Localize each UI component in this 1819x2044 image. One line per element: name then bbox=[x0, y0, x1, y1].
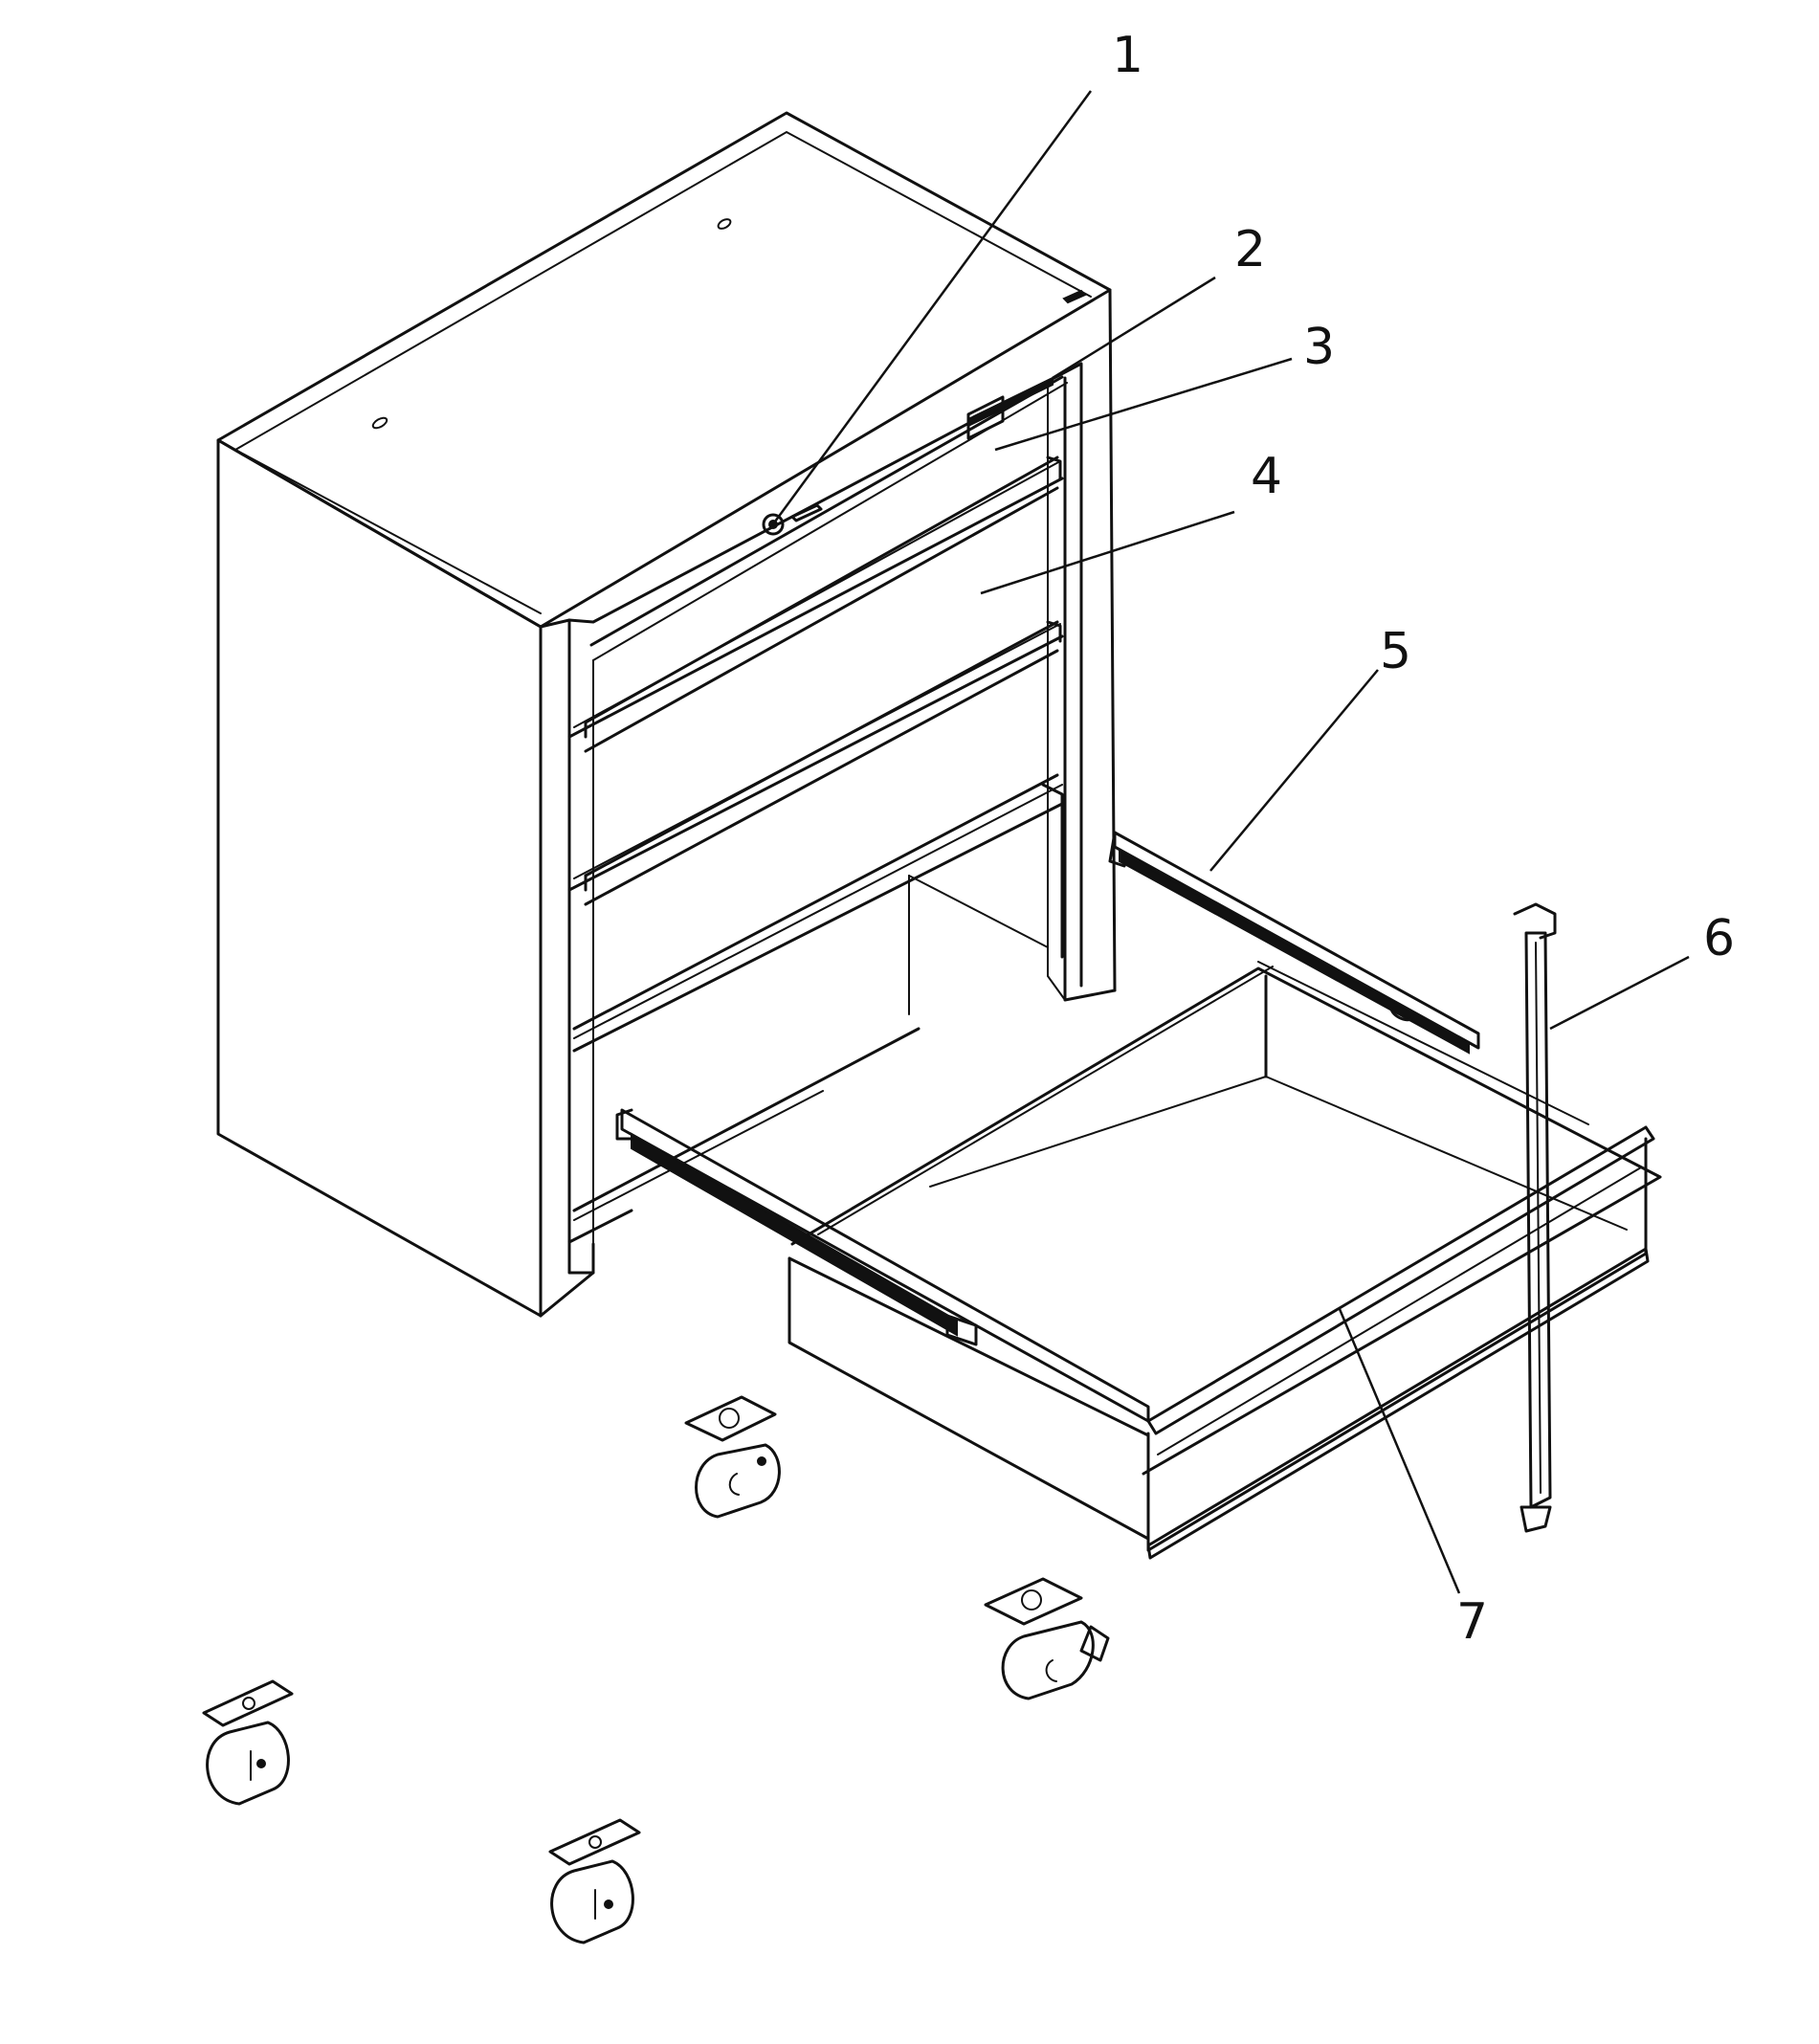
leader-7 bbox=[1338, 1308, 1461, 1594]
callout-labels: 1 2 3 4 5 6 7 bbox=[1112, 27, 1735, 1651]
callout-2: 2 bbox=[1234, 221, 1266, 278]
leader-4 bbox=[980, 510, 1235, 595]
caster-swivel-1 bbox=[684, 1395, 781, 1519]
cabinet bbox=[216, 111, 1117, 1318]
callout-3: 3 bbox=[1303, 319, 1335, 376]
leader-6 bbox=[1549, 955, 1690, 1031]
callout-6: 6 bbox=[1703, 910, 1735, 967]
slide-rail bbox=[1108, 831, 1480, 1055]
callout-1: 1 bbox=[1112, 27, 1143, 84]
drawer bbox=[615, 961, 1662, 1560]
leader-5 bbox=[1209, 669, 1379, 872]
lock-bar bbox=[1513, 902, 1557, 1533]
caster-fixed-1 bbox=[202, 1679, 294, 1806]
leader-1 bbox=[773, 90, 1093, 522]
callout-4: 4 bbox=[1251, 448, 1282, 505]
caster-swivel-brake bbox=[984, 1577, 1110, 1700]
leader-3 bbox=[994, 357, 1293, 452]
leader-2 bbox=[1052, 276, 1216, 380]
callout-7: 7 bbox=[1456, 1593, 1488, 1651]
caster-fixed-2 bbox=[548, 1818, 641, 1944]
callout-5: 5 bbox=[1380, 623, 1411, 680]
callout-leaders bbox=[773, 90, 1690, 1594]
